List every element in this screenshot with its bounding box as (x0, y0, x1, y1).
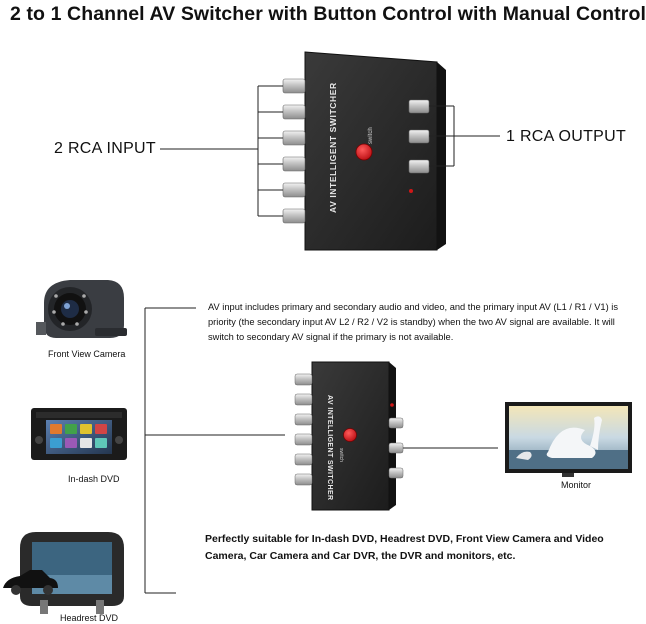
source-label-in-dash-dvd: In-dash DVD (68, 474, 120, 484)
front-view-camera-image (36, 280, 127, 338)
monitor-label: Monitor (561, 480, 592, 490)
device-button-label: switch (368, 127, 374, 144)
page-title: 2 to 1 Channel AV Switcher with Button C… (10, 3, 646, 25)
middle-device-button-label: switch (338, 448, 344, 462)
output-label: 1 RCA OUTPUT (506, 128, 627, 145)
middle-input-connectors (294, 373, 313, 486)
monitor-image (505, 402, 632, 477)
middle-switch-button-icon (343, 428, 357, 442)
source-label-front-view-camera: Front View Camera (48, 349, 126, 359)
switch-button-icon (355, 143, 373, 161)
middle-device-brand-text: AV INTELLIGENT SWITCHER (326, 395, 333, 501)
middle-output-connectors (388, 417, 404, 479)
headrest-dvd-image (3, 532, 124, 614)
device-brand-text: AV INTELLIGENT SWITCHER (328, 82, 338, 213)
top-input-connectors (282, 78, 306, 224)
source-label-headrest-dvd: Headrest DVD (60, 613, 119, 623)
middle-switcher-device: AV INTELLIGENT SWITCHER switch (294, 361, 404, 511)
priority-description: AV input includes primary and secondary … (208, 302, 618, 342)
top-output-connectors (408, 99, 430, 174)
in-dash-dvd-image (31, 408, 127, 460)
input-bracket (160, 85, 283, 217)
source-bus-line (144, 307, 285, 594)
input-label: 2 RCA INPUT (54, 140, 156, 157)
top-switcher-device: AV INTELLIGENT SWITCHER switch (282, 51, 446, 251)
suitability-description: Perfectly suitable for In-dash DVD, Head… (205, 533, 604, 562)
output-bracket (429, 105, 500, 167)
